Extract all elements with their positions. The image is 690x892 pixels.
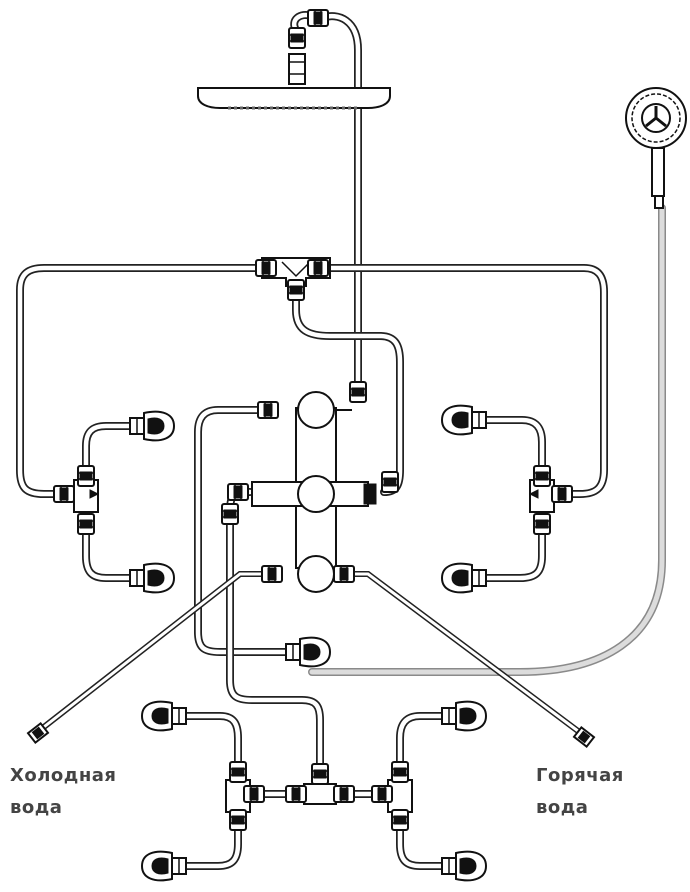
overhead-shower-head bbox=[197, 9, 391, 110]
cold-water-label-line-2: вода bbox=[10, 797, 63, 818]
hot-water-label-line-2: вода bbox=[536, 797, 589, 818]
hand-shower bbox=[625, 87, 687, 209]
hot-water-label-line-1: Горячая bbox=[536, 765, 624, 786]
hot-water-label: Горячая вода bbox=[536, 760, 624, 824]
cold-supply-hose bbox=[26, 571, 271, 745]
fittings bbox=[53, 257, 573, 831]
cold-water-label: Холодная вода bbox=[10, 760, 116, 824]
hand-shower-hose bbox=[308, 204, 666, 676]
cold-water-label-line-1: Холодная bbox=[10, 765, 117, 786]
mixer-body bbox=[251, 391, 377, 593]
